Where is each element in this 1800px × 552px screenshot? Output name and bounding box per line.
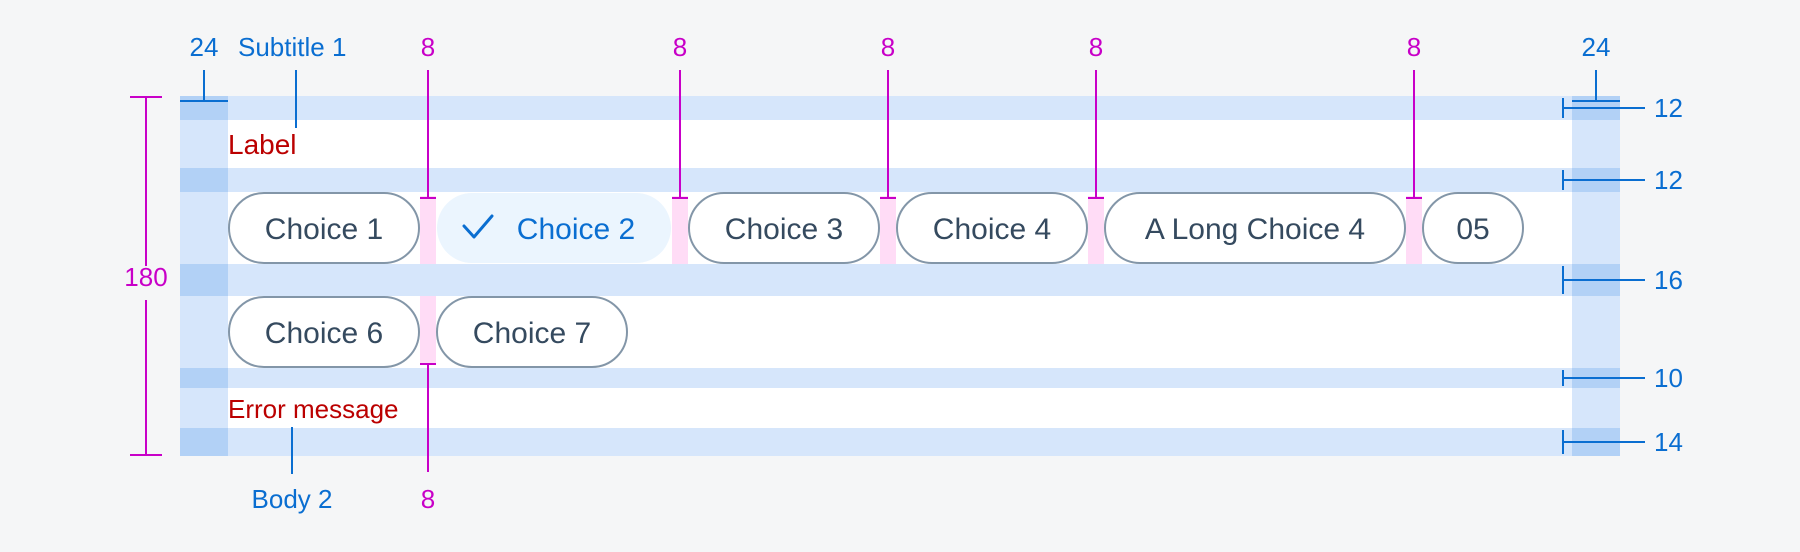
total-height-label: 180 xyxy=(124,262,167,292)
chip-gap-fills xyxy=(420,196,1422,364)
chip-outline xyxy=(436,296,628,368)
chip-label: 05 xyxy=(1456,213,1489,246)
field-label: Label xyxy=(228,129,297,160)
chip-choice-1[interactable]: Choice 1 xyxy=(228,192,420,264)
chip-choice-7[interactable]: Choice 7 xyxy=(436,296,628,368)
chip-label: A Long Choice 4 xyxy=(1145,213,1365,246)
padding-overlap xyxy=(180,264,228,296)
body-typography-label: Body 2 xyxy=(252,484,333,514)
vertical-spacing-bands xyxy=(180,96,1620,456)
error-message: Error message xyxy=(228,394,399,424)
chip-choice-3[interactable]: Choice 3 xyxy=(688,192,880,264)
chip-selected-bg xyxy=(437,193,671,263)
spacing-label: 14 xyxy=(1654,427,1683,457)
chip-label: Choice 1 xyxy=(265,213,383,246)
spacing-label: 16 xyxy=(1654,265,1683,295)
spacing-label: 12 xyxy=(1654,165,1683,195)
gap-label: 8 xyxy=(881,32,895,62)
chip-outline xyxy=(896,192,1088,264)
spacing-band-label-chips xyxy=(180,168,1620,192)
gap-fill xyxy=(1088,196,1104,264)
chip-label: Choice 6 xyxy=(265,317,383,350)
gap-fill xyxy=(420,296,436,364)
padding-overlap xyxy=(180,168,228,192)
subtitle-typography-label: Subtitle 1 xyxy=(238,32,346,62)
chip-outline xyxy=(1422,192,1524,264)
right-padding-label: 24 xyxy=(1582,32,1611,62)
chip-label: Choice 3 xyxy=(725,213,843,246)
chip-label: Choice 4 xyxy=(933,213,1051,246)
chip-05[interactable]: 05 xyxy=(1422,192,1524,264)
gap-fill xyxy=(1406,196,1422,264)
padding-overlap xyxy=(180,428,228,456)
spacing-band-chips-error xyxy=(180,368,1620,388)
spacing-label: 10 xyxy=(1654,363,1683,393)
gap-label: 8 xyxy=(421,484,435,514)
spacing-band-top xyxy=(180,96,1620,120)
left-padding-label: 24 xyxy=(190,32,219,62)
spacing-band-bottom xyxy=(180,428,1620,456)
chip-outline xyxy=(228,296,420,368)
gap-label: 8 xyxy=(1089,32,1103,62)
chip-label: Choice 7 xyxy=(473,317,591,350)
chip-choice-2-selected[interactable]: Choice 2 xyxy=(437,193,671,263)
chip-outline xyxy=(1104,192,1406,264)
gap-label: 8 xyxy=(421,32,435,62)
chip-long-choice-4[interactable]: A Long Choice 4 xyxy=(1104,192,1406,264)
gap-label: 8 xyxy=(673,32,687,62)
magenta-annotation-lines xyxy=(130,70,1422,472)
padding-overlap xyxy=(180,368,228,388)
chip-choice-4[interactable]: Choice 4 xyxy=(896,192,1088,264)
gap-fill xyxy=(672,196,688,264)
gap-fill xyxy=(880,196,896,264)
blue-annotation-lines xyxy=(180,70,1645,474)
checkmark-icon xyxy=(462,214,494,239)
chip-label: Choice 2 xyxy=(517,213,635,246)
gap-fill xyxy=(420,196,436,264)
spacing-label: 12 xyxy=(1654,93,1683,123)
chip-outline xyxy=(228,192,420,264)
chip-outline xyxy=(688,192,880,264)
spacing-band-row-gap xyxy=(180,264,1620,296)
chip-choice-6[interactable]: Choice 6 xyxy=(228,296,420,368)
gap-label: 8 xyxy=(1407,32,1421,62)
